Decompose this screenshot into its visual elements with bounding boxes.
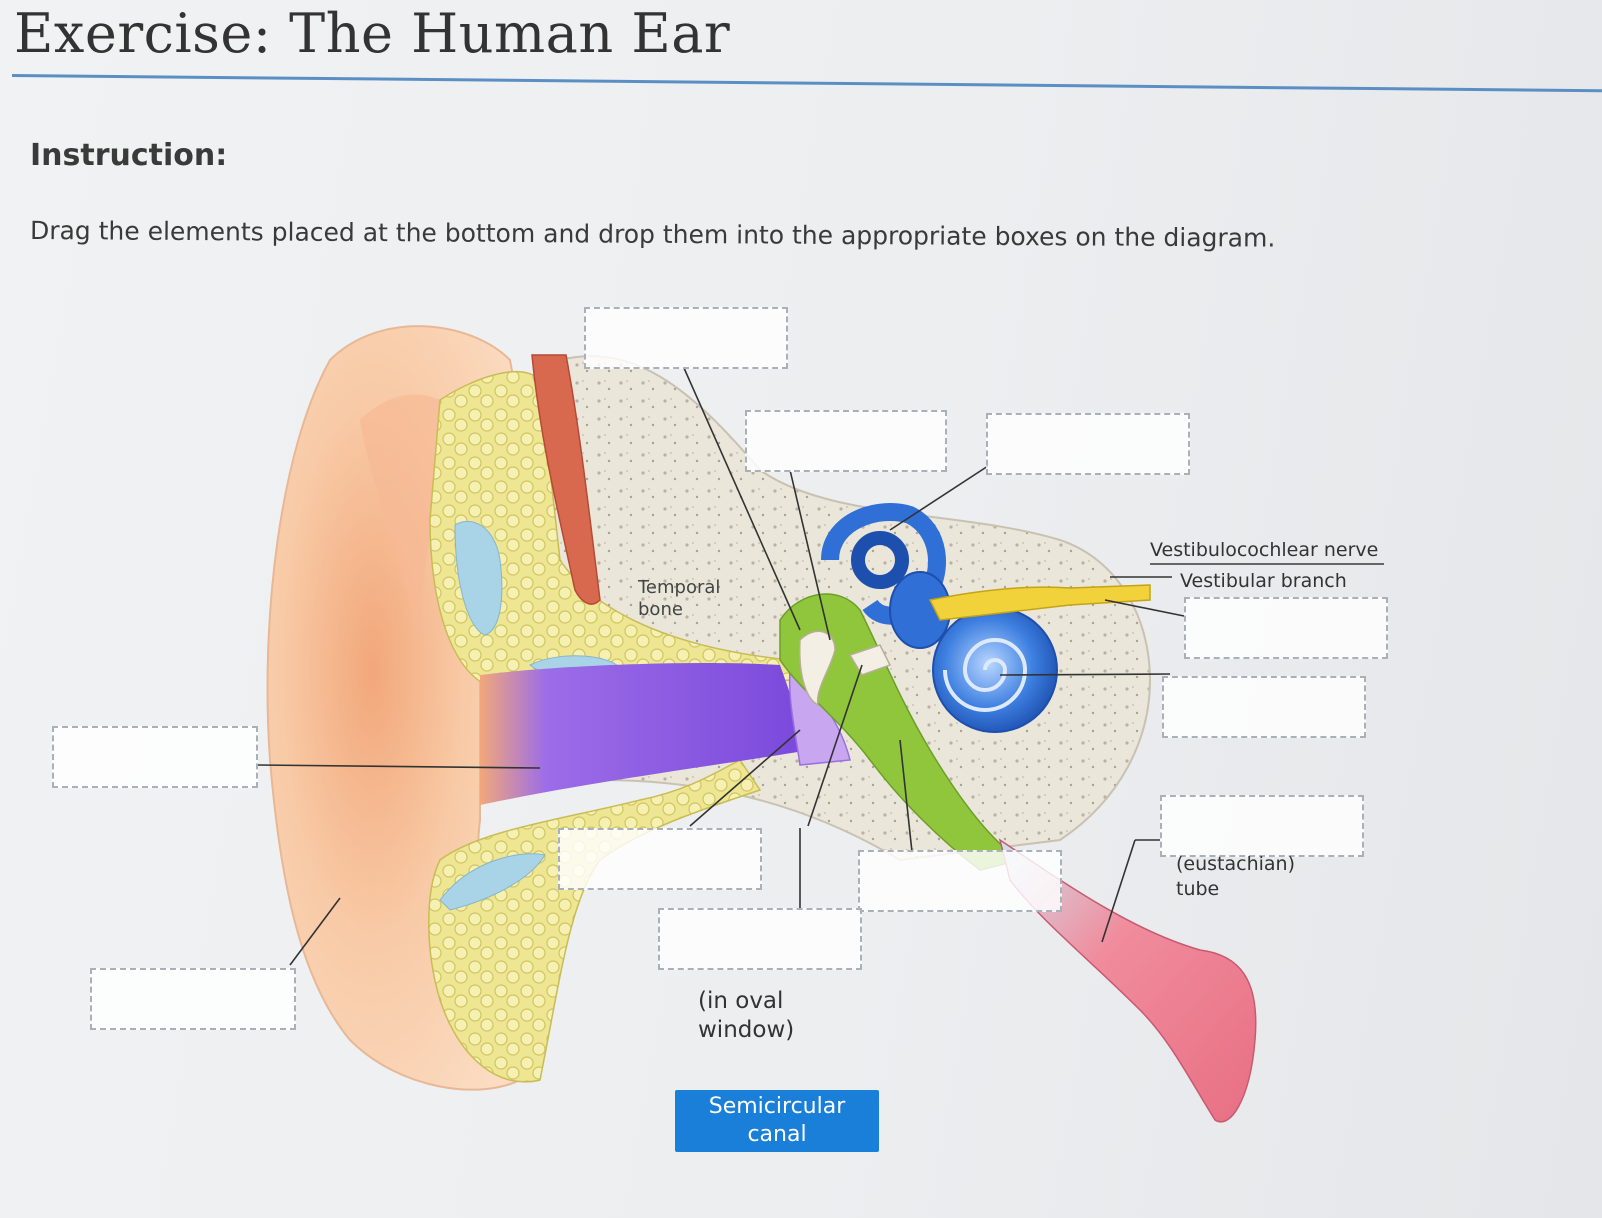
drop-box-ossicle-upper[interactable] (745, 410, 947, 472)
label-eustachian-tube: (eustachian) tube (1176, 853, 1296, 900)
label-temporal-bone: Temporal bone (638, 577, 721, 620)
drop-box-semicircular[interactable] (986, 413, 1190, 475)
drop-box-top[interactable] (584, 307, 788, 369)
instruction-heading: Instruction: (30, 138, 228, 173)
label-oval-window: (in oval window) (698, 988, 795, 1043)
label-vestibulocochlear-nerve: Vestibulocochlear nerve (1150, 539, 1385, 565)
drop-box-tympanic[interactable] (558, 828, 762, 890)
drop-box-ear-canal[interactable] (52, 726, 258, 788)
drop-box-pinna[interactable] (90, 968, 296, 1030)
draggable-label: Semicircular canal (708, 1094, 846, 1147)
drop-box-stapes[interactable] (658, 908, 862, 970)
label-vestibular-branch: Vestibular branch (1180, 570, 1347, 592)
page-title: Exercise: The Human Ear (14, 2, 731, 65)
drop-box-cochlear-branch[interactable] (1184, 597, 1388, 659)
drop-box-cochlea[interactable] (1162, 676, 1366, 738)
drop-box-auditory-tube[interactable] (1160, 795, 1364, 857)
drop-box-middle-ear[interactable] (858, 850, 1062, 912)
draggable-semicircular-canal[interactable]: Semicircular canal (675, 1090, 879, 1152)
